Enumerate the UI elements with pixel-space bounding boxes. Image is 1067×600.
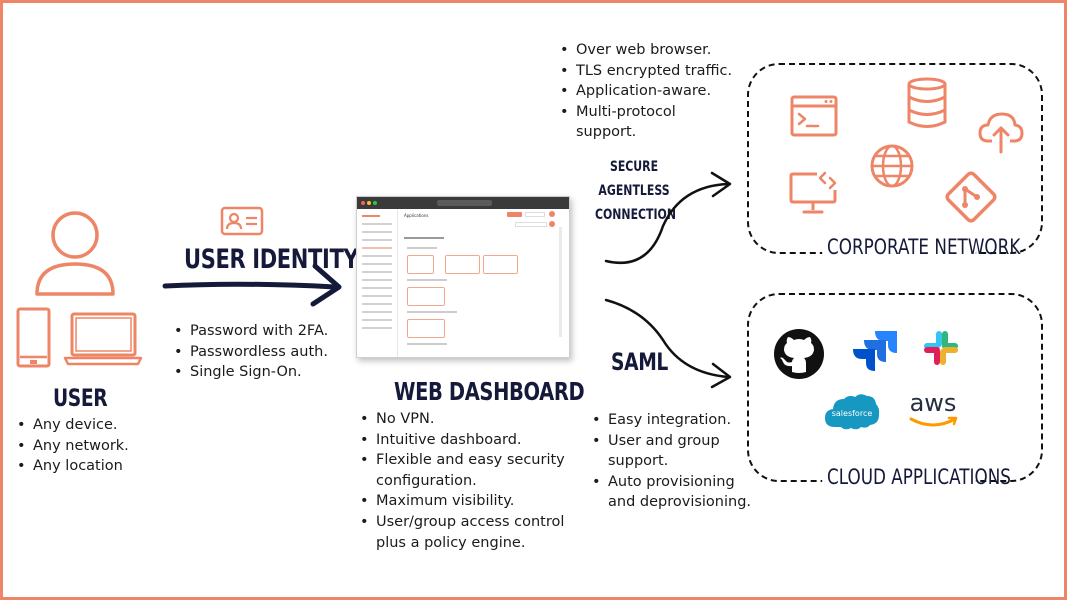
browser-bar — [357, 197, 569, 209]
cloud-applications-box — [747, 293, 1043, 482]
connection-title-line: SECURE — [609, 159, 659, 175]
cloud-applications-label: CLOUD APPLICATIONS — [822, 465, 1011, 489]
remote-desktop-icon — [789, 171, 837, 214]
identity-bullets: Password with 2FA. Passwordless auth. Si… — [173, 321, 328, 383]
git-icon — [945, 171, 997, 223]
connection-bullet: Multi-protocol support. — [559, 102, 739, 143]
user-title: USER — [53, 384, 108, 412]
globe-icon — [870, 144, 914, 188]
cloud-upload-icon — [978, 112, 1024, 154]
identity-bullet: Single Sign-On. — [173, 362, 328, 383]
id-card-icon — [220, 206, 264, 236]
terminal-window-icon — [790, 95, 838, 137]
app-card — [407, 255, 434, 274]
github-logo — [774, 329, 824, 379]
app-card — [407, 319, 445, 338]
aws-logo: aws — [909, 389, 958, 427]
dashboard-title: WEB DASHBOARD — [394, 377, 585, 406]
salesforce-logo: salesforce — [825, 394, 880, 430]
app-card — [407, 287, 445, 306]
arrow-to-dashboard — [162, 263, 342, 307]
dashboard-heading: Applications — [404, 213, 429, 218]
dashboard-bullet: User/group access control plus a policy … — [359, 512, 569, 553]
corporate-network-label: CORPORATE NETWORK — [822, 235, 1020, 259]
connection-bullets: Over web browser. TLS encrypted traffic.… — [559, 40, 739, 143]
user-bullet: Any network. — [16, 436, 129, 457]
user-bullets: Any device. Any network. Any location — [16, 415, 129, 477]
dashboard-bullet: No VPN. — [359, 409, 569, 430]
identity-title: USER IDENTITY — [184, 244, 359, 275]
user-bullet: Any device. — [16, 415, 129, 436]
dashboard-sidebar — [357, 209, 398, 357]
laptop-icon — [63, 312, 143, 366]
saml-bullets: Easy integration. User and group support… — [591, 410, 761, 513]
connection-title-line: CONNECTION — [595, 207, 676, 223]
dashboard-bullets: No VPN. Intuitive dashboard. Flexible an… — [359, 409, 569, 553]
salesforce-wordmark: salesforce — [832, 409, 873, 418]
database-icon — [907, 77, 947, 128]
saml-bullet: Easy integration. — [591, 410, 761, 431]
saml-bullet: Auto provisioning and deprovisioning. — [591, 472, 761, 513]
aws-wordmark: aws — [910, 389, 957, 417]
app-card — [483, 255, 518, 274]
identity-bullet: Passwordless auth. — [173, 342, 328, 363]
arrow-to-corporate — [604, 171, 732, 265]
saml-bullet: User and group support. — [591, 431, 761, 472]
arrow-to-cloud — [604, 298, 732, 389]
app-card — [445, 255, 480, 274]
jira-logo — [853, 331, 897, 371]
slack-logo — [924, 331, 958, 365]
user-bullet: Any location — [16, 456, 129, 477]
connection-bullet: Over web browser. — [559, 40, 739, 61]
user-icon — [35, 211, 115, 296]
dashboard-bullet: Maximum visibility. — [359, 491, 569, 512]
connection-bullet: Application-aware. — [559, 81, 739, 102]
connection-title-line: AGENTLESS — [598, 183, 670, 199]
connection-title: SECURE AGENTLESS CONNECTION — [584, 155, 684, 227]
identity-bullet: Password with 2FA. — [173, 321, 328, 342]
smartphone-icon — [16, 307, 51, 368]
dashboard-bullet: Intuitive dashboard. — [359, 430, 569, 451]
dashboard-bullet: Flexible and easy security configuration… — [359, 450, 569, 491]
dashboard-screenshot: Applications — [356, 196, 570, 358]
connection-bullet: TLS encrypted traffic. — [559, 61, 739, 82]
saml-title: SAML — [611, 348, 668, 376]
